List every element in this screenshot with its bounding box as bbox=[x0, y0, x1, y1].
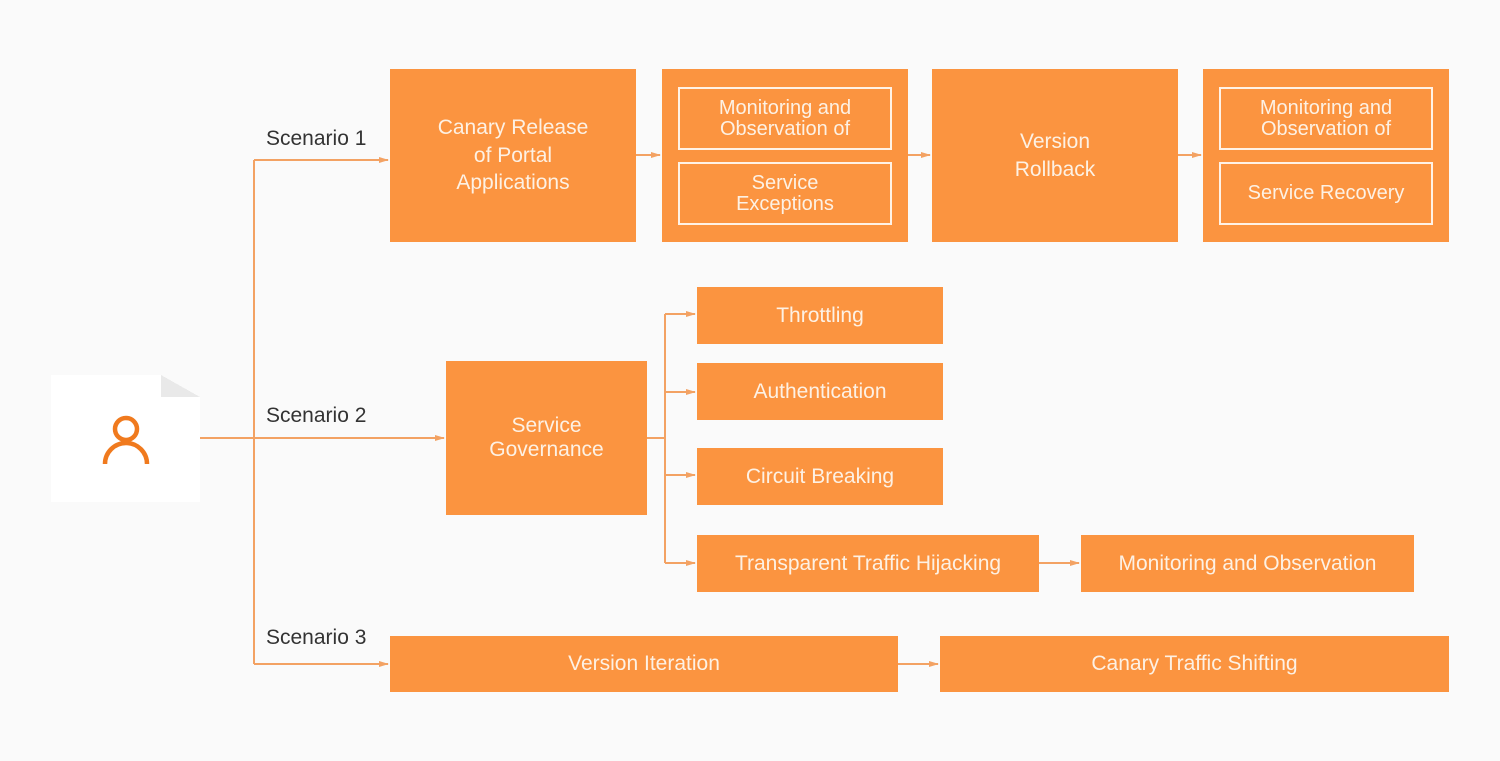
service-governance-text: Service Governance bbox=[489, 413, 604, 461]
authentication-text: Authentication bbox=[753, 379, 887, 403]
scenario-1-label: Scenario 1 bbox=[264, 127, 369, 151]
traffic-hijacking-box[interactable]: Transparent Traffic Hijacking bbox=[697, 535, 1039, 592]
canary-traffic-shifting-text: Canary Traffic Shifting bbox=[1091, 652, 1298, 676]
scenario-3-label: Scenario 3 bbox=[264, 626, 369, 650]
throttling-box[interactable]: Throttling bbox=[697, 287, 943, 344]
monitor-exceptions-bottom: Service Exceptions bbox=[678, 162, 892, 225]
monitor-exceptions-top: Monitoring and Observation of bbox=[678, 87, 892, 150]
version-rollback-text: Version Rollback bbox=[1014, 129, 1096, 181]
throttling-text: Throttling bbox=[776, 303, 864, 327]
circuit-breaking-text: Circuit Breaking bbox=[745, 464, 895, 488]
monitor-recovery-bottom-text: Service Recovery bbox=[1247, 182, 1405, 204]
circuit-breaking-box[interactable]: Circuit Breaking bbox=[697, 448, 943, 505]
service-governance-box[interactable]: Service Governance bbox=[446, 361, 647, 515]
card-fold bbox=[161, 375, 200, 397]
version-iteration-box[interactable]: Version Iteration bbox=[390, 636, 898, 692]
canary-release-box[interactable]: Canary Release of Portal Applications bbox=[390, 69, 636, 242]
monitor-recovery-top-text: Monitoring and Observation of bbox=[1259, 96, 1393, 140]
version-rollback-box[interactable]: Version Rollback bbox=[932, 69, 1178, 242]
monitor-recovery-top: Monitoring and Observation of bbox=[1219, 87, 1433, 150]
monitoring-observation-text: Monitoring and Observation bbox=[1118, 551, 1377, 575]
canary-release-text: Canary Release of Portal Applications bbox=[437, 115, 589, 195]
monitor-exceptions-top-text: Monitoring and Observation of bbox=[718, 96, 852, 140]
monitor-recovery-bottom: Service Recovery bbox=[1219, 162, 1433, 225]
user-icon bbox=[102, 415, 150, 465]
monitor-exceptions-bottom-text: Service Exceptions bbox=[736, 171, 834, 215]
version-iteration-text: Version Iteration bbox=[568, 652, 720, 676]
traffic-hijacking-text: Transparent Traffic Hijacking bbox=[734, 551, 1002, 575]
monitoring-observation-box[interactable]: Monitoring and Observation bbox=[1081, 535, 1414, 592]
monitor-exceptions-box[interactable]: Monitoring and Observation of Service Ex… bbox=[662, 69, 908, 242]
canary-traffic-shifting-box[interactable]: Canary Traffic Shifting bbox=[940, 636, 1449, 692]
monitor-recovery-box[interactable]: Monitoring and Observation of Service Re… bbox=[1203, 69, 1449, 242]
authentication-box[interactable]: Authentication bbox=[697, 363, 943, 420]
scenario-2-label: Scenario 2 bbox=[264, 404, 369, 428]
